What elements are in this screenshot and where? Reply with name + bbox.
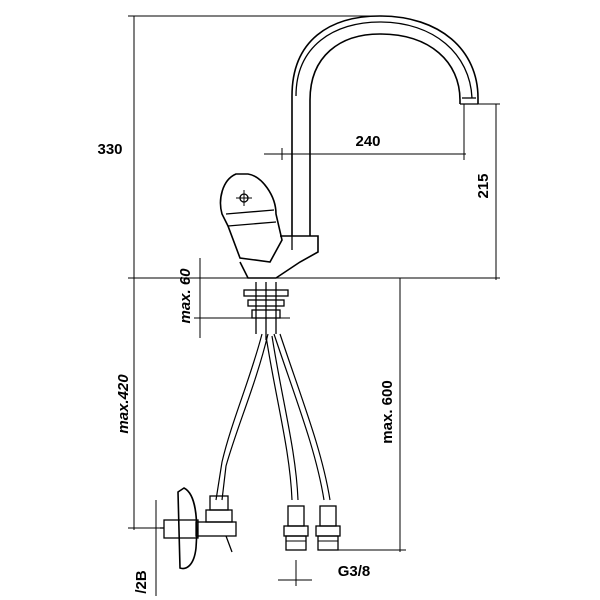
label-max-mount: max. 60 bbox=[177, 268, 194, 324]
label-spout-reach: 240 bbox=[355, 133, 380, 150]
label-thread: G3/8 bbox=[338, 563, 371, 580]
angle-valve bbox=[160, 487, 237, 570]
mounting-hardware bbox=[243, 282, 290, 340]
label-spout-height: 215 bbox=[475, 173, 492, 198]
faucet-body bbox=[239, 235, 319, 279]
mixer-handle bbox=[219, 173, 283, 263]
dimension-labels: 330 240 215 max. 60 max.420 max. 600 G3/… bbox=[97, 133, 492, 594]
label-valve: /2B bbox=[133, 570, 150, 594]
hose-fittings bbox=[283, 505, 341, 551]
dimension-lines bbox=[128, 15, 500, 596]
label-max-420: max.420 bbox=[115, 374, 132, 434]
supply-hoses bbox=[215, 333, 331, 501]
label-max-600: max. 600 bbox=[379, 380, 396, 443]
label-total-height: 330 bbox=[97, 141, 122, 158]
faucet-spout bbox=[291, 15, 479, 236]
